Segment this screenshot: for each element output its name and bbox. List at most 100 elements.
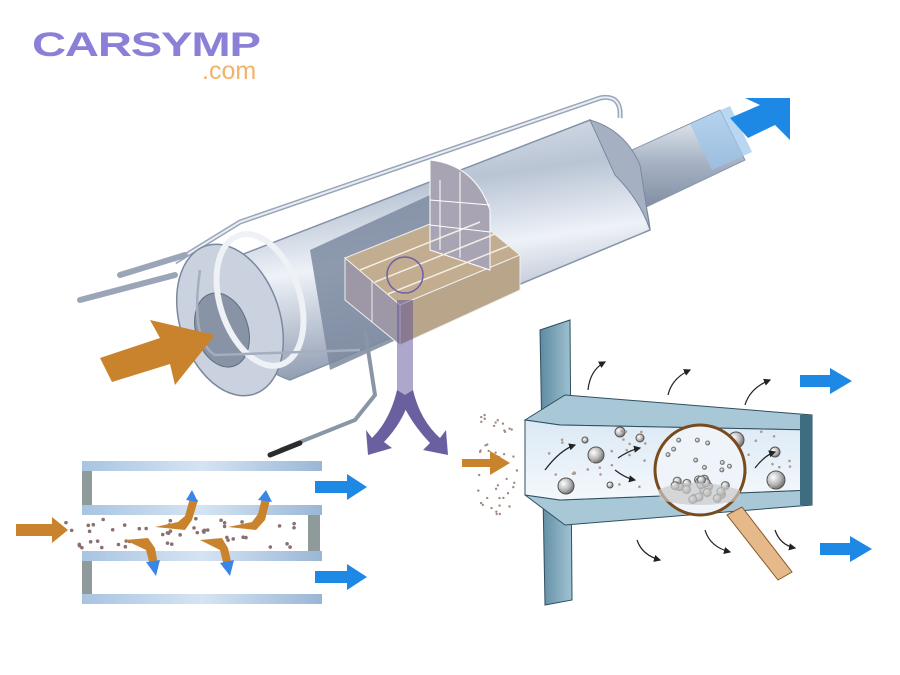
particle (222, 520, 227, 525)
particle (788, 459, 791, 463)
particle (503, 430, 507, 434)
particle (625, 448, 629, 452)
particle (88, 539, 93, 544)
particle (241, 535, 245, 540)
particle (513, 481, 516, 484)
particle (498, 512, 502, 516)
particle (769, 485, 772, 489)
particle (160, 532, 165, 537)
outer-wall-top (82, 461, 322, 471)
particle (244, 535, 248, 540)
inner-wall-top (82, 505, 322, 515)
particle (622, 438, 625, 441)
particle (586, 468, 590, 471)
incoming-soot-spray (477, 413, 519, 516)
particle (285, 542, 289, 546)
particle (169, 542, 174, 546)
particle (502, 452, 506, 456)
channel-end-plug (800, 415, 812, 505)
channel-magnified (462, 319, 872, 606)
particle (701, 464, 707, 470)
particle (554, 473, 558, 476)
particle (508, 427, 511, 430)
particle (91, 522, 96, 527)
particle (194, 516, 198, 521)
outlet-arrow-channel-icon-bottom (820, 536, 872, 562)
particle (292, 521, 296, 526)
particle (101, 517, 105, 522)
particle (231, 537, 236, 541)
particle (547, 452, 551, 455)
wall-flow-detail (16, 461, 367, 604)
particle (572, 471, 576, 474)
particle (69, 528, 74, 533)
particle (494, 451, 497, 454)
particle (490, 506, 493, 510)
particle (496, 419, 499, 422)
particle (643, 459, 646, 462)
particle (777, 465, 781, 469)
outlet-arrow-icon (730, 98, 790, 140)
particle (222, 524, 227, 529)
particle (165, 531, 170, 535)
particle (643, 442, 647, 445)
particle (560, 438, 564, 442)
particle (494, 421, 497, 424)
particle (771, 462, 774, 466)
particle (561, 441, 564, 444)
particle (719, 460, 725, 466)
inlet-arrow-small-icon (16, 517, 68, 543)
particle (225, 535, 229, 540)
particle (508, 505, 511, 508)
particle (116, 542, 121, 547)
particle (484, 444, 487, 447)
particle (638, 485, 641, 489)
sensor-fitting-2 (77, 272, 178, 303)
particle (587, 446, 605, 464)
logo-brand-text: CARSYMP (32, 26, 261, 64)
particle (766, 470, 786, 490)
sensor-fitting-1 (117, 252, 188, 278)
particle (719, 467, 725, 473)
particle (620, 429, 624, 433)
particle (144, 526, 148, 531)
particle (693, 457, 699, 463)
particle (694, 437, 700, 443)
particle (219, 518, 223, 523)
particle (628, 442, 632, 446)
particle (479, 501, 483, 505)
particle (671, 446, 677, 452)
particle (505, 477, 508, 481)
particle (477, 489, 480, 492)
particle (205, 528, 210, 532)
particle (477, 473, 481, 477)
particle (759, 430, 763, 434)
particle (480, 420, 483, 424)
particle (288, 545, 292, 549)
particle (496, 484, 500, 487)
particle (772, 434, 776, 438)
particle (599, 473, 602, 476)
inner-wall-bottom (82, 551, 322, 561)
particle (485, 496, 489, 500)
particle (495, 512, 498, 516)
particle (598, 466, 602, 469)
particle (581, 436, 589, 444)
particle (99, 545, 104, 550)
particle (665, 452, 671, 458)
particle (226, 538, 230, 542)
outlet-arrow-channel-icon-top (800, 368, 852, 394)
particle (788, 465, 792, 468)
particle (590, 460, 594, 463)
particle (86, 523, 91, 528)
particle (628, 453, 631, 457)
plug-bottom-left (82, 561, 92, 594)
detail-callout-circle (386, 256, 424, 294)
particle (480, 415, 483, 419)
particle (110, 528, 115, 532)
particle (481, 503, 485, 507)
plug-middle-right (308, 515, 320, 551)
particle (95, 539, 100, 543)
particle (624, 430, 628, 433)
